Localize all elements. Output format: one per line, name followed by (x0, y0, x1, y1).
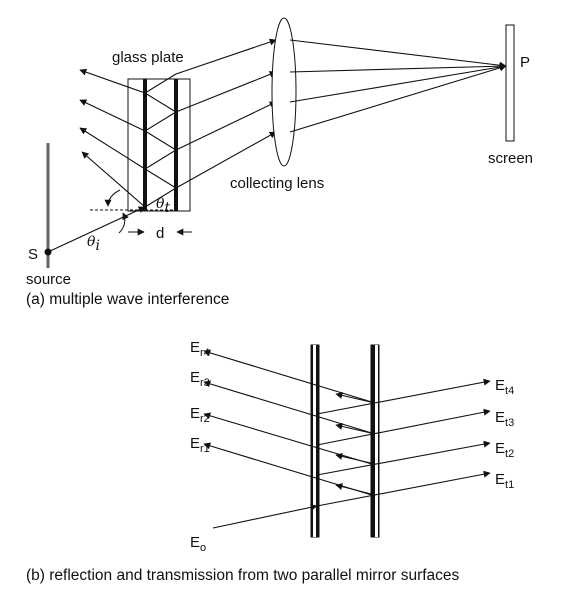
caption-a: (a) multiple wave interference (26, 291, 229, 308)
part-b-diagram: Eo Er4 Er3 Er2 Er1 Et4 Et3 Et2 Et1 (b) r… (26, 339, 514, 584)
glass-plate (127, 78, 191, 212)
transmitted-ray-t3 (316, 408, 491, 446)
reflected-ray-r2 (203, 412, 376, 466)
reflected-ray-2 (79, 127, 146, 170)
label-er4: Er4 (190, 339, 210, 359)
source-label: source (26, 271, 71, 288)
converging-ray-3 (289, 62, 507, 73)
transmitted-ray-t2 (316, 440, 491, 476)
screen (505, 24, 515, 142)
label-er2: Er2 (190, 405, 210, 425)
label-et3: Et3 (495, 409, 514, 429)
screen-label: screen (488, 150, 533, 167)
collecting-lens (271, 17, 297, 167)
reflected-ray-r1 (203, 442, 376, 497)
theta-i-label: θi (87, 234, 100, 254)
reflected-ray-r3 (203, 380, 376, 435)
transmitted-ray-4 (175, 38, 277, 75)
caption-b: (b) reflection and transmission from two… (26, 567, 460, 584)
part-a-diagram: glass plate collecting lens screen P S s… (26, 17, 533, 308)
label-er3: Er3 (190, 369, 210, 389)
mirror-surface-2-inner (375, 345, 378, 537)
thickness-label: d (156, 225, 164, 242)
theta-t-label: θt (156, 196, 170, 216)
label-e0: Eo (190, 534, 206, 554)
incident-ray-e0 (212, 503, 318, 529)
mirror-surface-1-inner (313, 345, 316, 537)
glass-plate-label: glass plate (112, 49, 184, 66)
reflected-ray-4 (79, 68, 146, 94)
transmitted-ray-3 (175, 71, 277, 113)
theta-t-arc (104, 189, 121, 207)
reflected-ray-3 (79, 99, 146, 132)
source-point-label: S (28, 246, 38, 263)
transmitted-ray-2 (175, 101, 277, 151)
transmitted-ray-t4 (316, 378, 491, 415)
incident-ray (47, 206, 146, 253)
collecting-lens-label: collecting lens (230, 175, 324, 192)
label-et2: Et2 (495, 440, 514, 460)
reflected-ray-r4 (203, 349, 376, 404)
converging-ray-2 (289, 63, 507, 103)
label-et4: Et4 (495, 377, 514, 397)
label-er1: Er1 (190, 435, 210, 455)
converging-ray-1 (289, 64, 507, 133)
transmitted-ray-1 (175, 131, 277, 189)
internal-rays (143, 73, 178, 208)
point-p-label: P (520, 54, 530, 71)
converging-ray-4 (289, 39, 507, 69)
transmitted-ray-t1 (316, 470, 491, 507)
reflected-ray-1 (81, 151, 146, 208)
theta-i-arc (118, 212, 129, 234)
label-et1: Et1 (495, 471, 514, 491)
